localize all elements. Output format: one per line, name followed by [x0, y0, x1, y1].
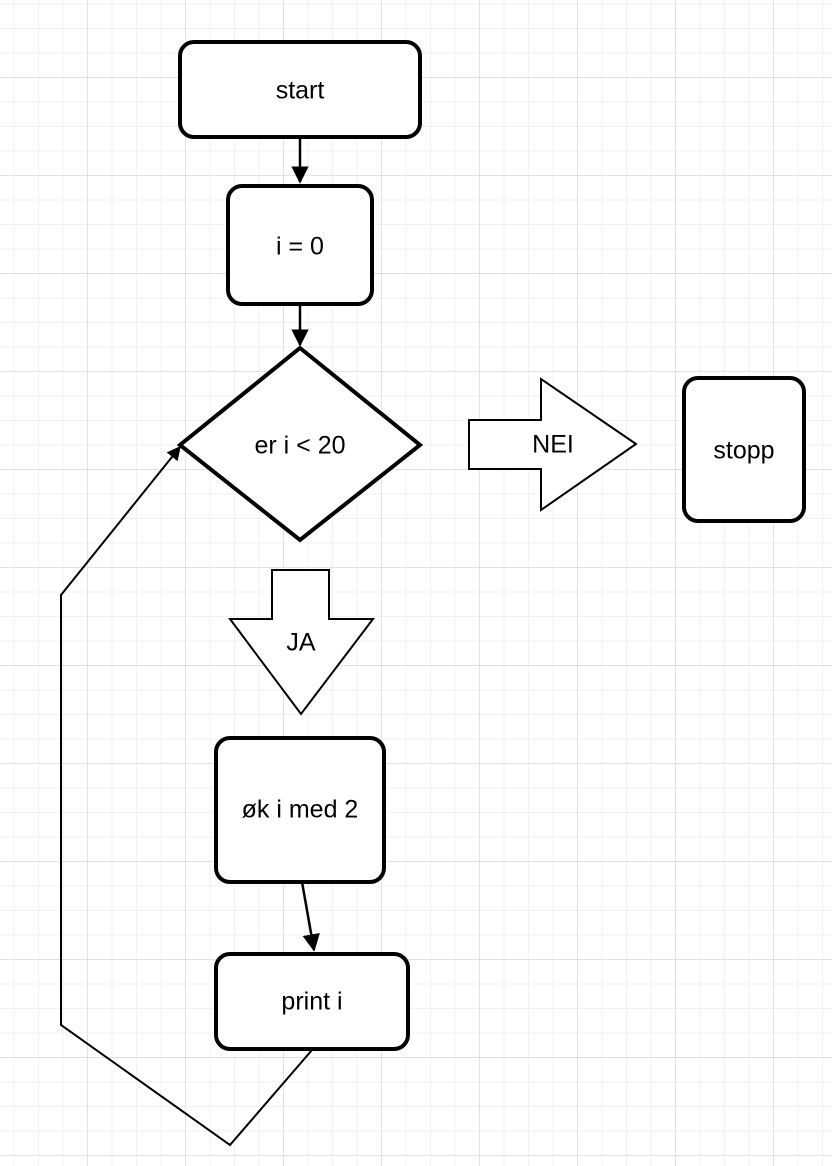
connector-loop-back: [60, 445, 313, 1147]
print-node[interactable]: print i: [214, 952, 410, 1051]
init-node[interactable]: i = 0: [226, 184, 374, 306]
start-node-label: start: [276, 77, 325, 105]
no-arrow-label: NEI: [532, 431, 574, 459]
yes-arrow-label: JA: [286, 629, 316, 657]
condition-label: er i < 20: [254, 432, 345, 460]
yes-arrow[interactable]: JA: [228, 569, 376, 716]
start-node[interactable]: start: [178, 40, 422, 139]
condition-diamond[interactable]: er i < 20: [176, 345, 424, 543]
print-node-label: print i: [281, 988, 342, 1016]
increment-node-label: øk i med 2: [242, 796, 359, 824]
connector-increment-to-print: [300, 881, 320, 952]
increment-node[interactable]: øk i med 2: [214, 736, 386, 884]
stop-node[interactable]: stopp: [682, 376, 806, 523]
no-arrow[interactable]: NEI: [468, 377, 638, 512]
init-node-label: i = 0: [276, 233, 324, 261]
stop-node-label: stopp: [713, 437, 774, 465]
